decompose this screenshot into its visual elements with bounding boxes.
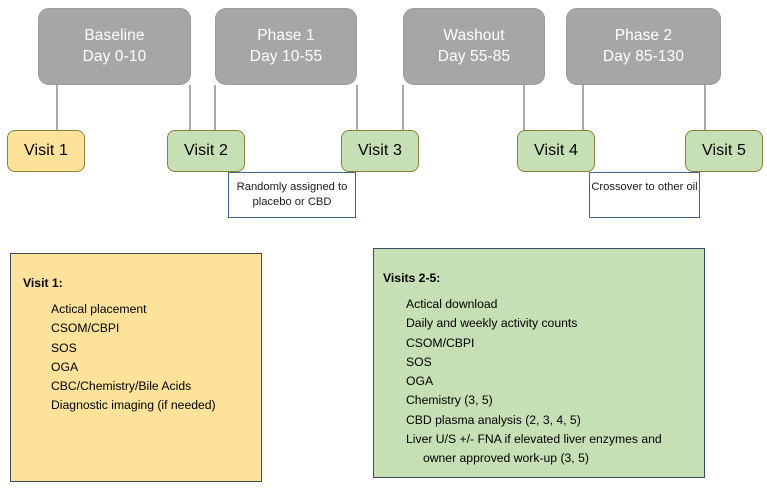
list-item: Actical download [406,297,498,311]
list-item: Diagnostic imaging (if needed) [51,398,216,413]
list-item: SOS [51,340,77,355]
list-item: SOS [406,354,432,369]
phase-name: Phase 1 [257,27,315,45]
list-item: Daily and weekly activity counts [406,316,578,331]
list-item: CSOM/CBPI [406,335,475,350]
phase-name: Washout [443,27,505,45]
list-item: Liver U/S +/- FNA if elevated liver enzy… [406,431,662,466]
visit-box-visit-1: Visit 1 [7,130,85,172]
list-item: CSOM/CBPI [51,321,120,336]
note-text: Crossover to other oil [591,181,698,193]
phase-name: Phase 2 [614,27,673,45]
visit-box-visit-2: Visit 2 [167,130,245,172]
phase-days: Day 10-55 [249,47,323,65]
phase-days: Day 55-85 [437,47,511,65]
panel-visit-1-procedures: Visit 1: Actical placement CSOM/CBPI SOS… [10,253,262,482]
panel-title: Visits 2-5: [383,271,441,285]
visit-box-visit-4: Visit 4 [517,130,595,172]
phase-box-phase-2: Phase 2 Day 85-130 [566,8,721,85]
list-item: OGA [406,374,434,389]
list-item: Actical placement [51,302,147,316]
panel-item-list: Actical placement CSOM/CBPI SOS OGA CBC/… [11,300,261,416]
list-item: OGA [51,359,79,374]
panel-title: Visit 1: [23,276,63,290]
visit-box-visit-3: Visit 3 [341,130,419,172]
phase-box-phase-1: Phase 1 Day 10-55 [215,8,357,85]
note-text: Randomly assigned to placebo or CBD [236,181,348,209]
note-box-randomization: Randomly assigned to placebo or CBD [228,172,356,218]
list-item: CBD plasma analysis (2, 3, 4, 5) [406,412,581,427]
panel-visits-2-5-procedures: Visits 2-5: Actical download Daily and w… [373,248,705,478]
phase-days: Day 85-130 [602,47,685,65]
visit-label: Visit 1 [24,142,68,159]
list-item: Chemistry (3, 5) [406,393,493,408]
visit-label: Visit 2 [184,142,228,159]
visit-label: Visit 4 [534,142,578,159]
visit-label: Visit 3 [358,142,402,159]
phase-name: Baseline [84,27,145,45]
visit-box-visit-5: Visit 5 [685,130,763,172]
note-box-crossover: Crossover to other oil [589,172,700,218]
phase-days: Day 0-10 [82,47,147,65]
visit-label: Visit 5 [702,142,746,159]
panel-item-list: Actical download Daily and weekly activi… [374,295,704,468]
phase-box-washout: Washout Day 55-85 [403,8,545,85]
phase-box-baseline: Baseline Day 0-10 [38,8,191,85]
list-item: CBC/Chemistry/Bile Acids [51,379,192,394]
